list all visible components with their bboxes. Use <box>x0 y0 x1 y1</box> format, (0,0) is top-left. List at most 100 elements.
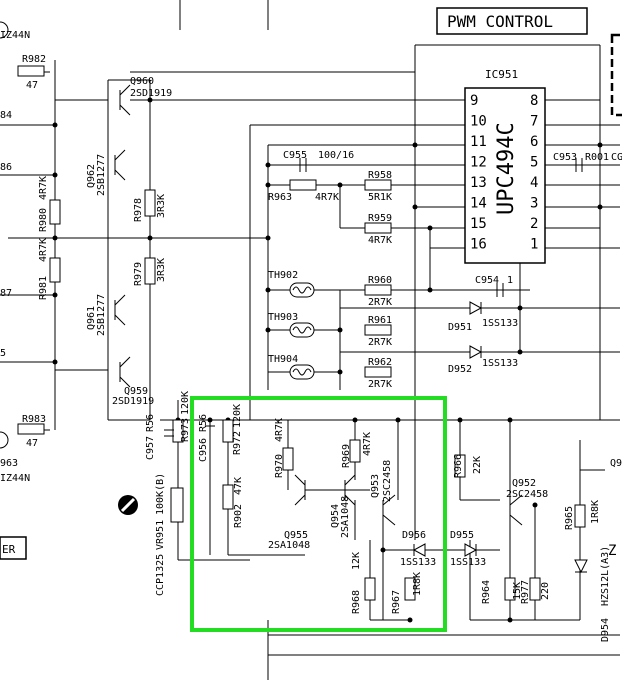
r960-ref: R960 <box>368 275 392 286</box>
r964-ref: R977 <box>520 580 531 604</box>
misc-shapes <box>0 21 138 560</box>
q962-part: 2SB1277 <box>96 154 107 196</box>
r970-ref: R970 <box>274 454 285 478</box>
c953-ref: C953 <box>553 152 577 163</box>
r960-value: 2R7K <box>368 297 392 308</box>
vr-ref: VR951 <box>155 520 166 550</box>
r981-ref: R981 <box>38 276 49 300</box>
thermistors-shapes <box>289 282 315 380</box>
q960-part: 2SD1919 <box>130 88 172 99</box>
q959-part: 2SD1919 <box>112 396 154 407</box>
r983-value: 47 <box>26 438 38 449</box>
r966-value: 22K <box>472 456 483 474</box>
r978-value: 3R3K <box>156 194 167 218</box>
r982-value: 47 <box>26 80 38 91</box>
r962-ref: R962 <box>368 357 392 368</box>
r979-ref: R979 <box>133 262 144 286</box>
ic-part: UPC494C <box>494 122 519 215</box>
ic-pin-left-12: 12 <box>470 155 487 171</box>
d951-part: 1SS133 <box>482 318 518 329</box>
r980-value: 4R7K <box>38 176 49 200</box>
q962-ref: Q962 <box>86 164 97 188</box>
r977-value: 1R8K <box>590 500 601 524</box>
ic-pin-left-14: 14 <box>470 196 487 212</box>
d955-ref: D955 <box>450 530 474 541</box>
d954-ref: D954 <box>600 618 611 642</box>
partial-label-er: ER <box>2 543 16 556</box>
r978-ref: R978 <box>133 198 144 222</box>
r958-value: 5R1K <box>368 192 392 203</box>
c957-ref: C957 <box>145 436 156 460</box>
ic-pin-left-15: 15 <box>470 216 487 232</box>
edge-label-z: Z <box>608 543 616 559</box>
r959-value: 4R7K <box>368 235 392 246</box>
zener-top-label: IZ44N <box>0 30 30 41</box>
q961-part: 2SB1277 <box>96 294 107 336</box>
d955-part: 1SS133 <box>450 557 486 568</box>
r968-value: 12K <box>351 552 362 570</box>
r961-value: 2R7K <box>368 337 392 348</box>
r969-value: 4R7K <box>362 432 373 456</box>
r962-value: 2R7K <box>368 379 392 390</box>
c956-value: R56 <box>198 414 209 432</box>
c957-value: R56 <box>145 414 156 432</box>
r965-value: 15K <box>512 582 523 600</box>
q955-part: 2SA1048 <box>268 540 310 551</box>
q959-ref: Q959 <box>124 386 148 397</box>
r968-ref: R968 <box>351 590 362 614</box>
c955-value: 100/16 <box>318 150 354 161</box>
q954-part: 2SA1048 <box>340 496 351 538</box>
d952-part: 1SS133 <box>482 358 518 369</box>
r967-value: 1R8K <box>412 572 423 596</box>
ic-pin-right-5: 5 <box>530 155 538 171</box>
ic-pin-right-6: 6 <box>530 134 538 150</box>
r959-ref: R959 <box>368 213 392 224</box>
r961-ref: R961 <box>368 315 392 326</box>
r970-value: 4R7K <box>274 418 285 442</box>
edge-label-86: 86 <box>0 162 12 173</box>
d952-ref: D952 <box>448 364 472 375</box>
r966-ref: R966 <box>453 454 464 478</box>
r969-ref: R969 <box>341 444 352 468</box>
vr-value: 100K(B) <box>155 473 166 515</box>
ic-pin-right-8: 8 <box>530 93 538 109</box>
q953-ref: Q953 <box>370 474 381 498</box>
r958-ref: R958 <box>368 170 392 181</box>
ic-pin-right-2: 2 <box>530 216 538 232</box>
d956-part: 1SS133 <box>400 557 436 568</box>
edge-label-963: 963 <box>0 458 18 469</box>
q95-ref: Q95 <box>610 458 622 469</box>
diodes-shapes <box>412 301 588 574</box>
ic-pin-right-7: 7 <box>530 114 538 130</box>
d956-ref: D956 <box>402 530 426 541</box>
r972-ref: R972 <box>232 431 243 455</box>
ic-pin-left-9: 9 <box>470 93 478 109</box>
r902-value: 47K <box>233 477 244 495</box>
r983-ref: R983 <box>22 414 46 425</box>
c954-ref: C954 <box>475 275 499 286</box>
labels: IZ44N IZ44N 963 84 86 87 5 ER Z R982 47 … <box>0 30 622 642</box>
junctions <box>52 97 603 623</box>
r964-value: 220 <box>540 582 551 600</box>
resistor-bodies <box>17 65 586 601</box>
r902-ref: R902 <box>233 504 244 528</box>
c955-ref: C955 <box>283 150 307 161</box>
c956-ref: C956 <box>198 438 209 462</box>
title-block: PWM CONTROL <box>436 7 622 117</box>
r981-value: 4R7K <box>38 238 49 262</box>
r967-ref: R967 <box>391 590 402 614</box>
ic-pin-left-11: 11 <box>470 134 487 150</box>
transistor-shapes <box>114 84 523 526</box>
d954-part: HZS12L(A3) <box>600 546 611 606</box>
cg-label: CG <box>611 152 622 163</box>
r963-value: 4R7K <box>315 192 339 203</box>
c954-value: 1 <box>507 275 513 286</box>
zener-bottom-label: IZ44N <box>0 473 30 484</box>
ic-ref: IC951 <box>485 68 518 81</box>
q952-part: 2SC2458 <box>506 489 548 500</box>
r973-ref: R973 <box>180 418 191 442</box>
